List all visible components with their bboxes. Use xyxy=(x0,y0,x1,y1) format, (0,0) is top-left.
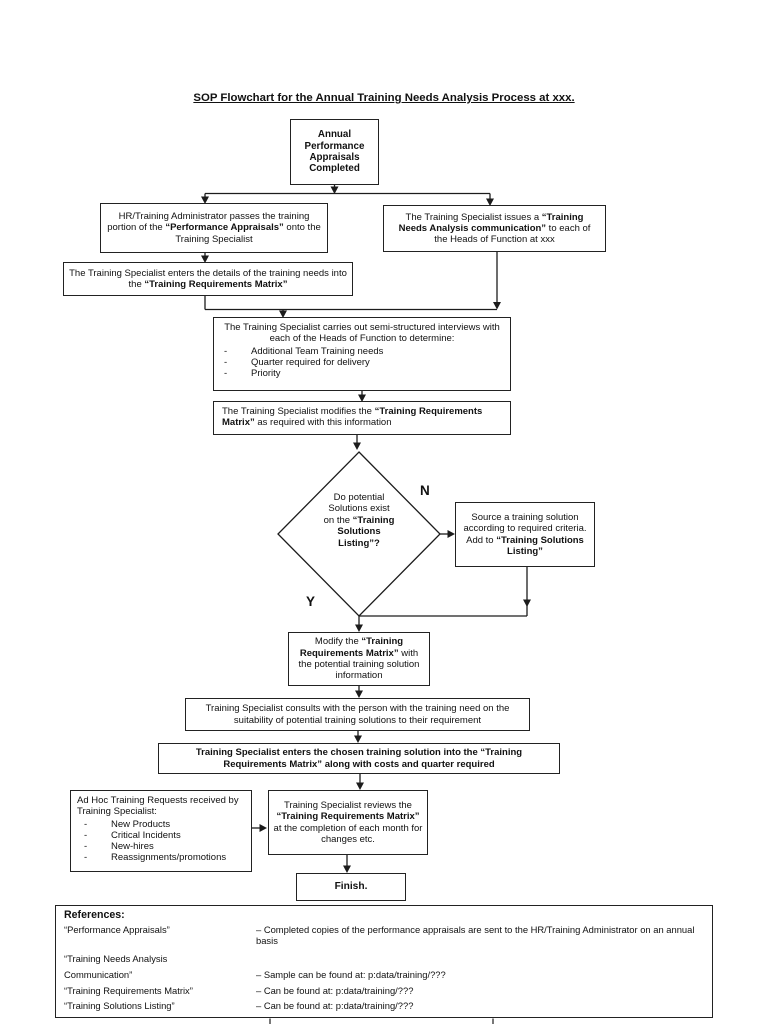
bullet-dash: - xyxy=(224,356,228,368)
bullet-item: - Critical Incidents xyxy=(77,830,245,841)
bullet-dash: - xyxy=(84,829,88,841)
text-segment: HR/Training Administrator passes the tra… xyxy=(107,211,310,234)
text-segment: at the completion of each month for chan… xyxy=(273,822,423,845)
page-break-ticks xyxy=(270,1019,493,1024)
text-segment: with the potential training solution inf… xyxy=(298,647,420,682)
reference-row: Communication” – Sample can be found at:… xyxy=(64,969,704,980)
reference-term: “Performance Appraisals” xyxy=(64,924,170,935)
bullet-text: Priority xyxy=(251,368,281,380)
flow-node-start: Annual Performance Appraisals Completed xyxy=(290,119,379,185)
node-text: The Training Specialist issues a “Traini… xyxy=(392,212,597,246)
node-text: HR/Training Administrator passes the tra… xyxy=(105,211,323,245)
text-segment: The Training Specialist modifies the xyxy=(222,406,375,417)
text-segment: Source a training solution according to … xyxy=(463,511,587,546)
text-segment: as required with this information xyxy=(254,417,392,429)
bullet-text: Additional Team Training needs xyxy=(251,345,384,357)
text-segment-bold: “Performance Appraisals” xyxy=(165,222,284,234)
text-segment: Do potential Solutions exist on the xyxy=(323,492,390,526)
bullet-dash: - xyxy=(224,345,228,357)
reference-desc: – Can be found at: p:data/training/??? xyxy=(256,1000,414,1012)
text-segment-bold: “Training Solutions Listing” xyxy=(496,534,584,557)
bullet-text: New Products xyxy=(111,818,171,830)
reference-row: “Training Solutions Listing” – Can be fo… xyxy=(64,1000,704,1011)
references-panel: References: “Performance Appraisals” – C… xyxy=(55,905,713,1018)
reference-desc xyxy=(256,953,704,964)
bullet-text: Quarter required for delivery xyxy=(251,356,370,368)
bullet-dash: - xyxy=(224,368,228,380)
text-segment-bold: “Training Requirements Matrix” xyxy=(299,636,404,659)
decision-yes-label: Y xyxy=(306,594,316,609)
node-text: Training Specialist consults with the pe… xyxy=(205,703,510,726)
bullet-item: - New-hires xyxy=(77,841,245,852)
node-text: Modify the “Training Requirements Matrix… xyxy=(293,636,425,681)
node-text: Annual Performance Appraisals Completed xyxy=(304,129,365,175)
decision-text: Do potential Solutions exist on the “Tra… xyxy=(322,492,396,549)
reference-desc: – Can be found at: p:data/training/??? xyxy=(256,984,414,996)
text-segment: onto the Training Specialist xyxy=(175,222,321,245)
connector-lines xyxy=(205,185,527,866)
flow-node-enters-details: The Training Specialist enters the detai… xyxy=(63,262,353,296)
bullet-item: - Reassignments/promotions xyxy=(77,852,245,863)
bullet-text: New-hires xyxy=(111,841,154,853)
bullet-item: - New Products xyxy=(77,819,245,830)
flow-node-reviews: Training Specialist reviews the “Trainin… xyxy=(268,790,428,855)
flow-node-interviews: The Training Specialist carries out semi… xyxy=(213,317,511,391)
flow-node-consults: Training Specialist consults with the pe… xyxy=(185,698,530,731)
references-heading: References: xyxy=(64,909,125,921)
bullet-dash: - xyxy=(84,818,88,830)
node-text: Training Specialist enters the chosen tr… xyxy=(195,747,523,770)
node-header: The Training Specialist carries out semi… xyxy=(224,322,500,345)
reference-term: “Training Solutions Listing” xyxy=(64,1000,175,1012)
bullet-text: Reassignments/promotions xyxy=(111,852,227,864)
text-segment: Modify the xyxy=(314,636,362,648)
flow-node-ad-hoc: Ad Hoc Training Requests received by Tra… xyxy=(70,790,252,872)
node-text: The Training Specialist enters the detai… xyxy=(68,268,348,291)
node-text: Source a training solution according to … xyxy=(461,512,589,557)
bullet-list: - Additional Team Training needs - Quarter… xyxy=(217,346,507,380)
bullet-item: - Additional Team Training needs xyxy=(217,346,507,357)
reference-row: “Training Requirements Matrix” – Can be … xyxy=(64,985,704,996)
bullet-dash: - xyxy=(84,841,88,853)
reference-desc: – Sample can be found at: p:data/trainin… xyxy=(256,968,446,980)
flow-node-modify-with-solution: Modify the “Training Requirements Matrix… xyxy=(288,632,430,686)
bullet-list: - New Products - Critical Incidents - New-h… xyxy=(77,819,245,864)
reference-term: “Training Needs Analysis xyxy=(64,953,168,965)
bullet-item: - Quarter required for delivery xyxy=(217,357,507,368)
page-title-text: SOP Flowchart for the Annual Training Ne… xyxy=(193,92,575,104)
flow-node-source-solution: Source a training solution according to … xyxy=(455,502,595,567)
text-segment-bold: “Training Solutions Listing”? xyxy=(337,514,395,549)
decision-no-label: N xyxy=(420,483,430,498)
flow-node-finish: Finish. xyxy=(296,873,406,901)
flow-node-modifies-matrix: The Training Specialist modifies the “Tr… xyxy=(213,401,511,435)
text-segment: The Training Specialist issues a xyxy=(405,211,542,223)
bullet-dash: - xyxy=(84,852,88,864)
flow-node-hr-admin: HR/Training Administrator passes the tra… xyxy=(100,203,328,253)
arrowheads xyxy=(201,186,531,873)
node-text: The Training Specialist modifies the “Tr… xyxy=(222,406,500,429)
decision-diamond xyxy=(278,452,440,616)
text-segment-bold: “Training Requirements Matrix” xyxy=(222,406,483,429)
text-segment: to each of the Heads of Function at xxx xyxy=(434,222,591,246)
text-segment-bold: “Training Requirements Matrix” xyxy=(276,811,420,823)
text-segment-bold: “Training Needs Analysis communication” xyxy=(398,211,584,234)
reference-term: “Training Requirements Matrix” xyxy=(64,984,193,996)
flow-node-enters-chosen: Training Specialist enters the chosen tr… xyxy=(158,743,560,774)
text-segment-bold: “Training Requirements Matrix” xyxy=(144,279,288,290)
node-text: Finish. xyxy=(334,881,368,893)
node-text: Ad Hoc Training Requests received by Tra… xyxy=(77,795,245,864)
flow-node-issues-communication: The Training Specialist issues a “Traini… xyxy=(383,205,606,252)
reference-row: “Training Needs Analysis xyxy=(64,953,704,964)
reference-desc: – Completed copies of the performance ap… xyxy=(256,924,695,947)
bullet-text: Critical Incidents xyxy=(111,829,181,841)
text-segment: Training Specialist reviews the xyxy=(284,799,412,811)
reference-row: “Performance Appraisals” – Completed cop… xyxy=(64,924,704,946)
node-text: The Training Specialist carries out semi… xyxy=(217,322,507,379)
text-segment: The Training Specialist enters the detai… xyxy=(69,267,347,290)
reference-term: Communication” xyxy=(64,968,133,980)
node-text: Training Specialist reviews the “Trainin… xyxy=(272,800,424,845)
bullet-item: - Priority xyxy=(217,368,507,379)
node-header: Ad Hoc Training Requests received by Tra… xyxy=(77,795,239,818)
page-title: SOP Flowchart for the Annual Training Ne… xyxy=(0,88,768,106)
